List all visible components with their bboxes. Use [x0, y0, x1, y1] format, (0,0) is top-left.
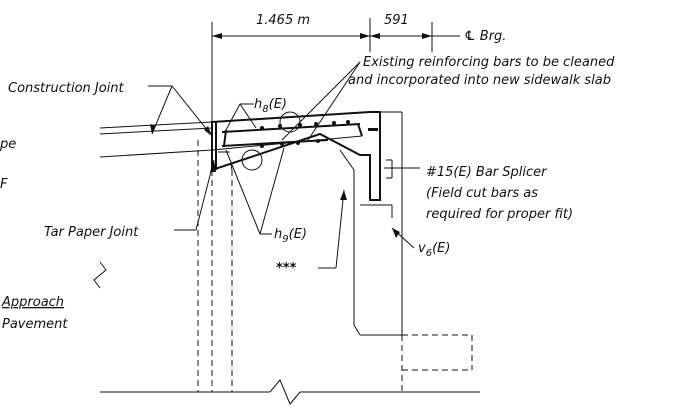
bar-splicer-label: #15(E) Bar Splicer	[426, 165, 548, 180]
field-cut-label-line2: required for proper fit)	[426, 207, 573, 222]
h8-suffix: (E)	[269, 97, 287, 112]
v6-suffix: (E)	[432, 241, 450, 256]
h9-subscript: 9	[282, 234, 288, 245]
dimension-width-right: 591	[384, 13, 409, 28]
construction-joint-label: Construction Joint	[8, 81, 125, 96]
hidden-lines	[197, 140, 473, 392]
cut-off-label-2: F	[0, 177, 8, 192]
field-cut-label-line1: (Field cut bars as	[426, 186, 538, 201]
h8-label: h8(E)	[254, 97, 287, 115]
v6-letter: v	[418, 241, 426, 256]
h9-suffix: (E)	[289, 227, 307, 242]
centerline-bearing-label: ℄ Brg.	[464, 29, 506, 44]
stars-note-label: ***	[276, 261, 297, 276]
h8-letter: h	[254, 97, 262, 112]
approach-pavement-label-line1: Approach	[1, 295, 64, 310]
reinforcing-bars	[221, 111, 378, 171]
dimension-width-left: 1.465 m	[256, 13, 310, 28]
approach-pavement-label-line2: Pavement	[2, 317, 68, 332]
approach-slab	[99, 121, 213, 158]
v6-label: v6(E)	[418, 241, 450, 259]
existing-bars-label-line2: and incorporated into new sidewalk slab	[348, 73, 611, 88]
tar-paper-joint-label: Tar Paper Joint	[44, 225, 139, 240]
leader-lines	[148, 61, 420, 269]
abutment-wall	[339, 111, 403, 336]
existing-bars-label-line1: Existing reinforcing bars to be cleaned	[363, 55, 615, 70]
sidewalk-slab	[211, 111, 381, 201]
h9-letter: h	[274, 227, 282, 242]
cut-off-label-1: pe	[0, 137, 16, 152]
ground-line	[93, 261, 480, 405]
h9-label: h9(E)	[274, 227, 307, 245]
h8-subscript: 8	[262, 104, 268, 115]
v6-subscript: 6	[426, 248, 432, 259]
